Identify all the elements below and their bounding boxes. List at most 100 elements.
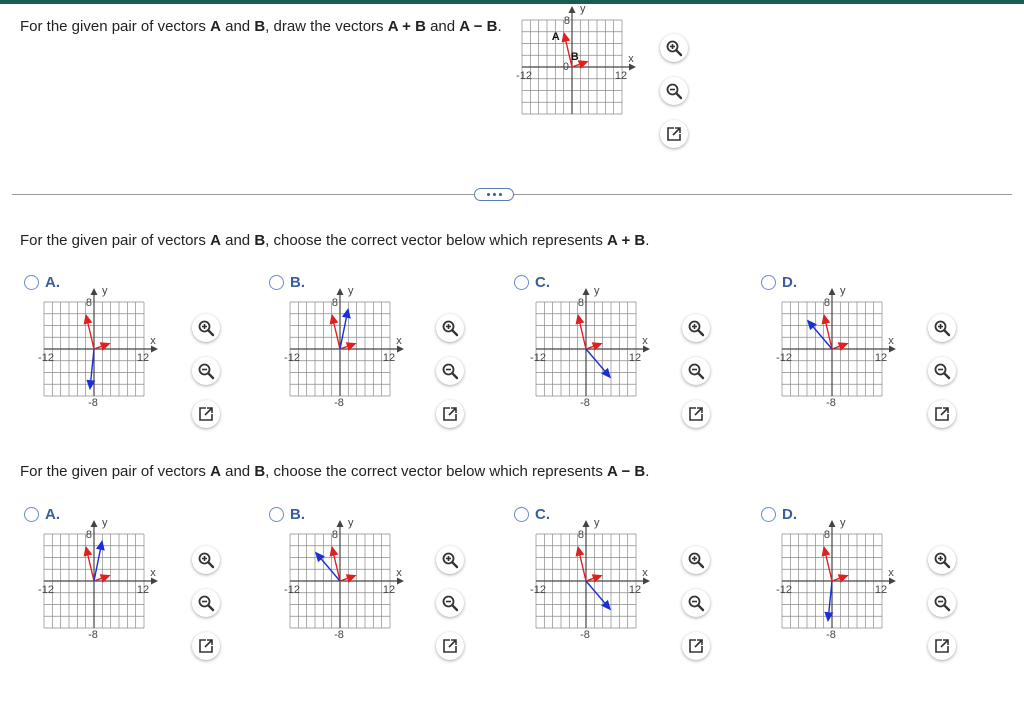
vector-a-head — [329, 545, 339, 557]
popout-button[interactable] — [436, 400, 464, 428]
radio-button[interactable] — [269, 275, 284, 290]
x-axis-label: x — [396, 567, 402, 579]
zoom-out-button[interactable] — [660, 77, 688, 105]
radio-button[interactable] — [24, 275, 39, 290]
zoom-in-button[interactable] — [192, 546, 220, 574]
diff-option-b[interactable]: B. — [269, 506, 305, 523]
x-axis-label: x — [628, 53, 634, 65]
popout-frame — [935, 639, 949, 653]
popout-arrow — [448, 639, 457, 648]
lens — [934, 552, 947, 565]
top-accent-bar — [0, 0, 1024, 4]
zoom-out-button[interactable] — [682, 589, 710, 617]
popout-button[interactable] — [928, 400, 956, 428]
y-tick-label-max: 8 — [824, 297, 830, 309]
zoom-out-button[interactable] — [436, 589, 464, 617]
vector-a-shaft — [825, 323, 833, 350]
zoom-out-button[interactable] — [436, 357, 464, 385]
zoom-out-button[interactable] — [192, 589, 220, 617]
vector-result-head — [315, 551, 325, 563]
popout-arrow — [672, 127, 681, 136]
diff-option-a[interactable]: A. — [24, 506, 60, 523]
zoom-in-button[interactable] — [660, 34, 688, 62]
popout-arrow — [448, 407, 457, 416]
zoom-out-icon — [442, 595, 459, 612]
vector-b-shaft — [831, 577, 840, 582]
zoom-in-button[interactable] — [682, 314, 710, 342]
vector-result-shaft — [585, 348, 606, 372]
x-axis-label: x — [642, 335, 648, 347]
vector-result-head — [341, 307, 351, 319]
zoom-out-button[interactable] — [682, 357, 710, 385]
q2-target: A − B — [607, 463, 646, 480]
zoom-in-button[interactable] — [928, 546, 956, 574]
expand-more-button[interactable] — [474, 188, 514, 201]
question-diff: For the given pair of vectors A and B, c… — [20, 463, 649, 480]
radio-button[interactable] — [761, 275, 776, 290]
radio-button[interactable] — [24, 507, 39, 522]
vector-b-head — [99, 574, 111, 583]
lens — [688, 595, 701, 608]
zoom-in-button[interactable] — [192, 314, 220, 342]
y-axis-arrow — [582, 520, 590, 527]
problem-text-mid: , draw the vectors — [265, 18, 388, 35]
y-tick-label-min: -8 — [826, 397, 836, 409]
zoom-in-icon — [198, 552, 215, 569]
radio-button[interactable] — [269, 507, 284, 522]
zoom-in-button[interactable] — [436, 546, 464, 574]
popout-button[interactable] — [928, 632, 956, 660]
zoom-in-button[interactable] — [928, 314, 956, 342]
problem-text-prefix: For the given pair of vectors — [20, 18, 211, 35]
option-label: A. — [45, 506, 60, 523]
popout-button[interactable] — [682, 400, 710, 428]
diff-option-c[interactable]: C. — [514, 506, 550, 523]
vector-b-head — [837, 574, 849, 583]
q1-prefix: For the given pair of vectors — [20, 232, 211, 249]
lens — [198, 552, 211, 565]
x-axis-label: x — [642, 567, 648, 579]
popout-button[interactable] — [192, 400, 220, 428]
zoom-out-button[interactable] — [192, 357, 220, 385]
option-label: B. — [290, 274, 305, 291]
radio-button[interactable] — [514, 507, 529, 522]
x-axis-label: x — [888, 335, 894, 347]
popout-button[interactable] — [192, 632, 220, 660]
option-label: C. — [535, 274, 550, 291]
zoom-in-button[interactable] — [436, 314, 464, 342]
lens — [442, 363, 455, 376]
question-sum: For the given pair of vectors A and B, c… — [20, 232, 649, 249]
popout-button[interactable] — [660, 120, 688, 148]
popout-frame — [689, 407, 703, 421]
zoom-in-icon — [688, 552, 705, 569]
diff-option-d[interactable]: D. — [761, 506, 797, 523]
popout-button[interactable] — [682, 632, 710, 660]
option-label: B. — [290, 506, 305, 523]
problem-statement: For the given pair of vectors A and B, d… — [20, 17, 510, 37]
radio-button[interactable] — [514, 275, 529, 290]
zoom-in-button[interactable] — [682, 546, 710, 574]
sum-option-d[interactable]: D. — [761, 274, 797, 291]
zoom-in-icon — [666, 40, 683, 57]
popout-icon — [667, 127, 681, 141]
zoom-out-button[interactable] — [928, 357, 956, 385]
handle — [206, 328, 215, 337]
zoom-out-button[interactable] — [928, 589, 956, 617]
sum-option-c[interactable]: C. — [514, 274, 550, 291]
radio-button[interactable] — [761, 507, 776, 522]
popout-button[interactable] — [436, 632, 464, 660]
sum-option-b[interactable]: B. — [269, 274, 305, 291]
sum-option-a[interactable]: A. — [24, 274, 60, 291]
